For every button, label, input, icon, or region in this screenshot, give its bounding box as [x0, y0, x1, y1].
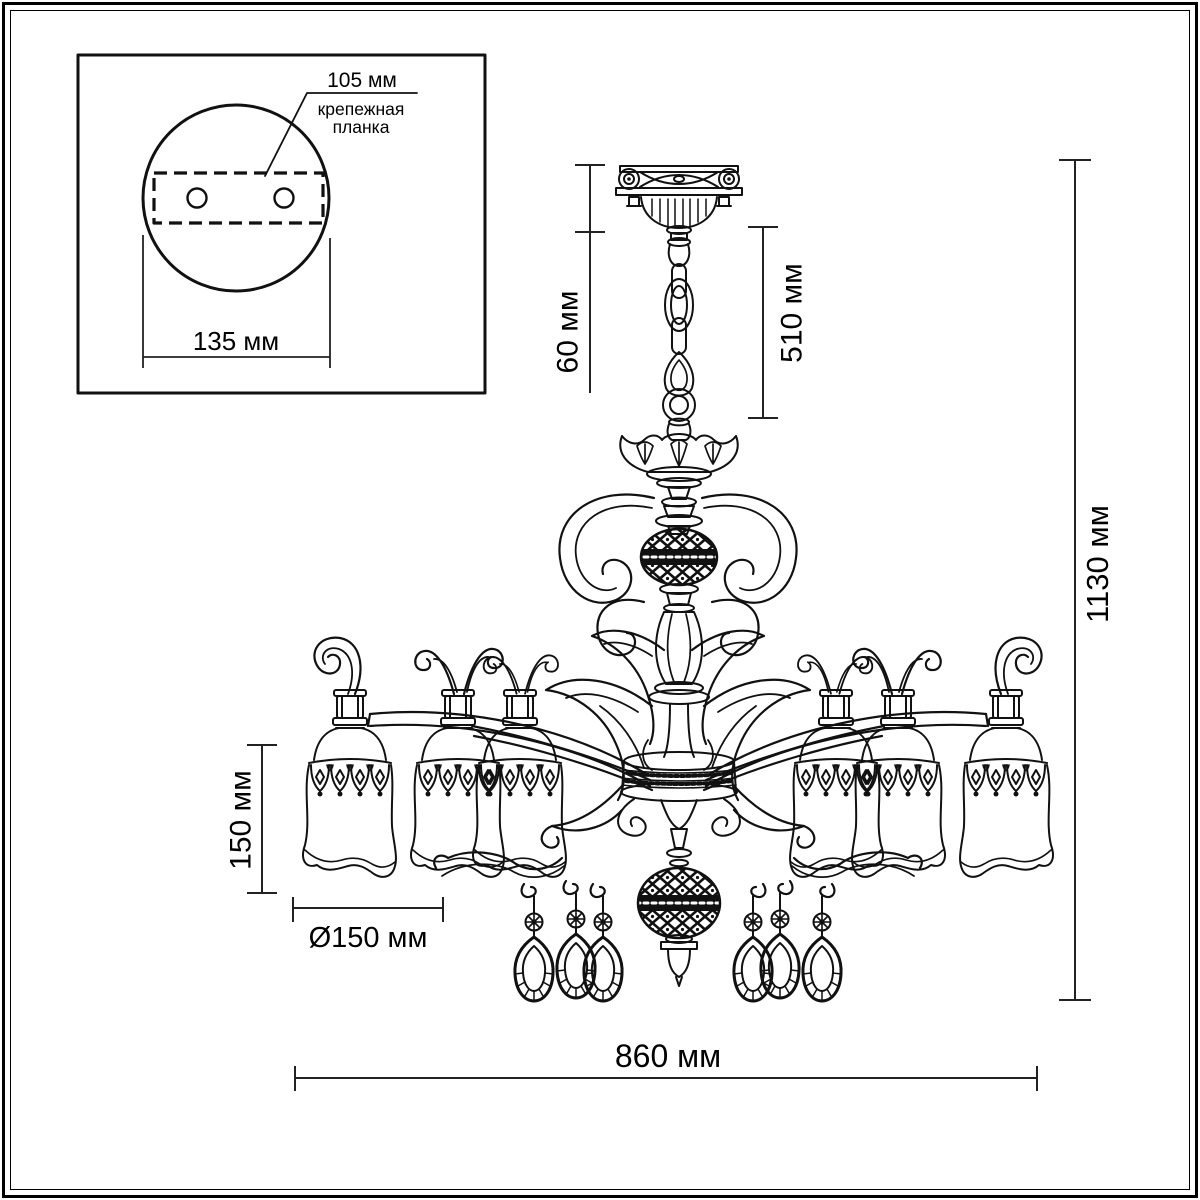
- dimension-label-canopy-height: 60 мм: [552, 291, 585, 374]
- plate-width-leader: [264, 92, 418, 177]
- dim-shade-diameter: [292, 897, 444, 922]
- canopy-diameter-label: 135 мм: [193, 326, 279, 356]
- ceiling-canopy: [615, 165, 743, 241]
- inset-box: [76, 53, 487, 395]
- dim-suspension-length: [748, 226, 778, 419]
- arm-hub: [617, 751, 741, 837]
- mounting-detail-inset: [76, 53, 487, 395]
- dimension-label-shade-height: 150 мм: [225, 770, 258, 870]
- plate-width-label: 105 мм: [327, 69, 397, 92]
- dim-total-width: [294, 1066, 1038, 1091]
- filigree-ball-lower: [636, 828, 722, 940]
- dim-shade-height: [247, 744, 277, 894]
- arms-shades-right: [704, 638, 1053, 897]
- bottom-finial: [660, 934, 698, 987]
- mounting-hole-right: [273, 187, 295, 209]
- filigree-ball-upper: [639, 527, 719, 587]
- arms-shades-left: [303, 638, 652, 897]
- baluster-vase: [648, 583, 710, 758]
- crown-cup: [619, 433, 739, 535]
- dim-canopy-height: [575, 164, 605, 393]
- suspension-chain: [662, 237, 696, 441]
- plate-name-line2: планка: [333, 117, 390, 137]
- mounting-plate-dashed: [152, 171, 325, 225]
- dimension-label-total-height: 1130 мм: [1080, 505, 1115, 623]
- plate-name-line1: крепежная: [318, 99, 405, 119]
- canopy-diameter-dim: [142, 235, 331, 368]
- mounting-hole-left: [186, 187, 208, 209]
- dimension-label-shade-diameter: Ø150 мм: [309, 922, 428, 954]
- acanthus-leaves: [540, 629, 816, 849]
- canopy-circle: [141, 103, 331, 293]
- dim-total-height: [1059, 159, 1091, 1001]
- dimension-label-total-width: 860 мм: [615, 1038, 721, 1074]
- chandelier-drawing: [303, 165, 1053, 1003]
- dimension-label-suspension: 510 мм: [776, 263, 809, 363]
